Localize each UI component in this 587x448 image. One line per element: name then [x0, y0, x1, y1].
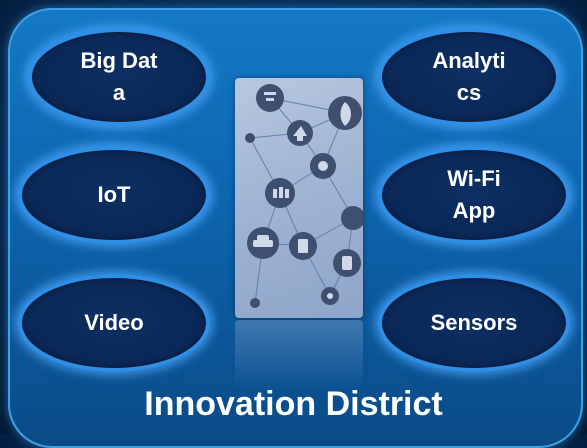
iot-label: IoT	[97, 182, 131, 207]
wifi-app-bubble: Wi-Fi App	[378, 146, 570, 244]
connected-city-image	[235, 78, 363, 318]
sensors-bubble: Sensors	[378, 274, 570, 372]
sensors-label: Sensors	[430, 310, 518, 335]
iot-bubble: IoT	[18, 146, 210, 244]
video-label: Video	[84, 310, 144, 335]
big-data-bubble: Big Data	[28, 28, 210, 126]
network-illustration	[245, 84, 363, 308]
network-node-icon	[341, 206, 363, 230]
image-reflection	[235, 320, 363, 390]
wifi-app-label: Wi-Fi App	[447, 166, 501, 223]
page-title: Innovation District	[144, 385, 443, 423]
analytics-label: Analytics	[432, 48, 506, 105]
video-bubble: Video	[18, 274, 210, 372]
big-data-label: Big Data	[80, 48, 158, 105]
analytics-bubble: Analytics	[378, 28, 560, 126]
